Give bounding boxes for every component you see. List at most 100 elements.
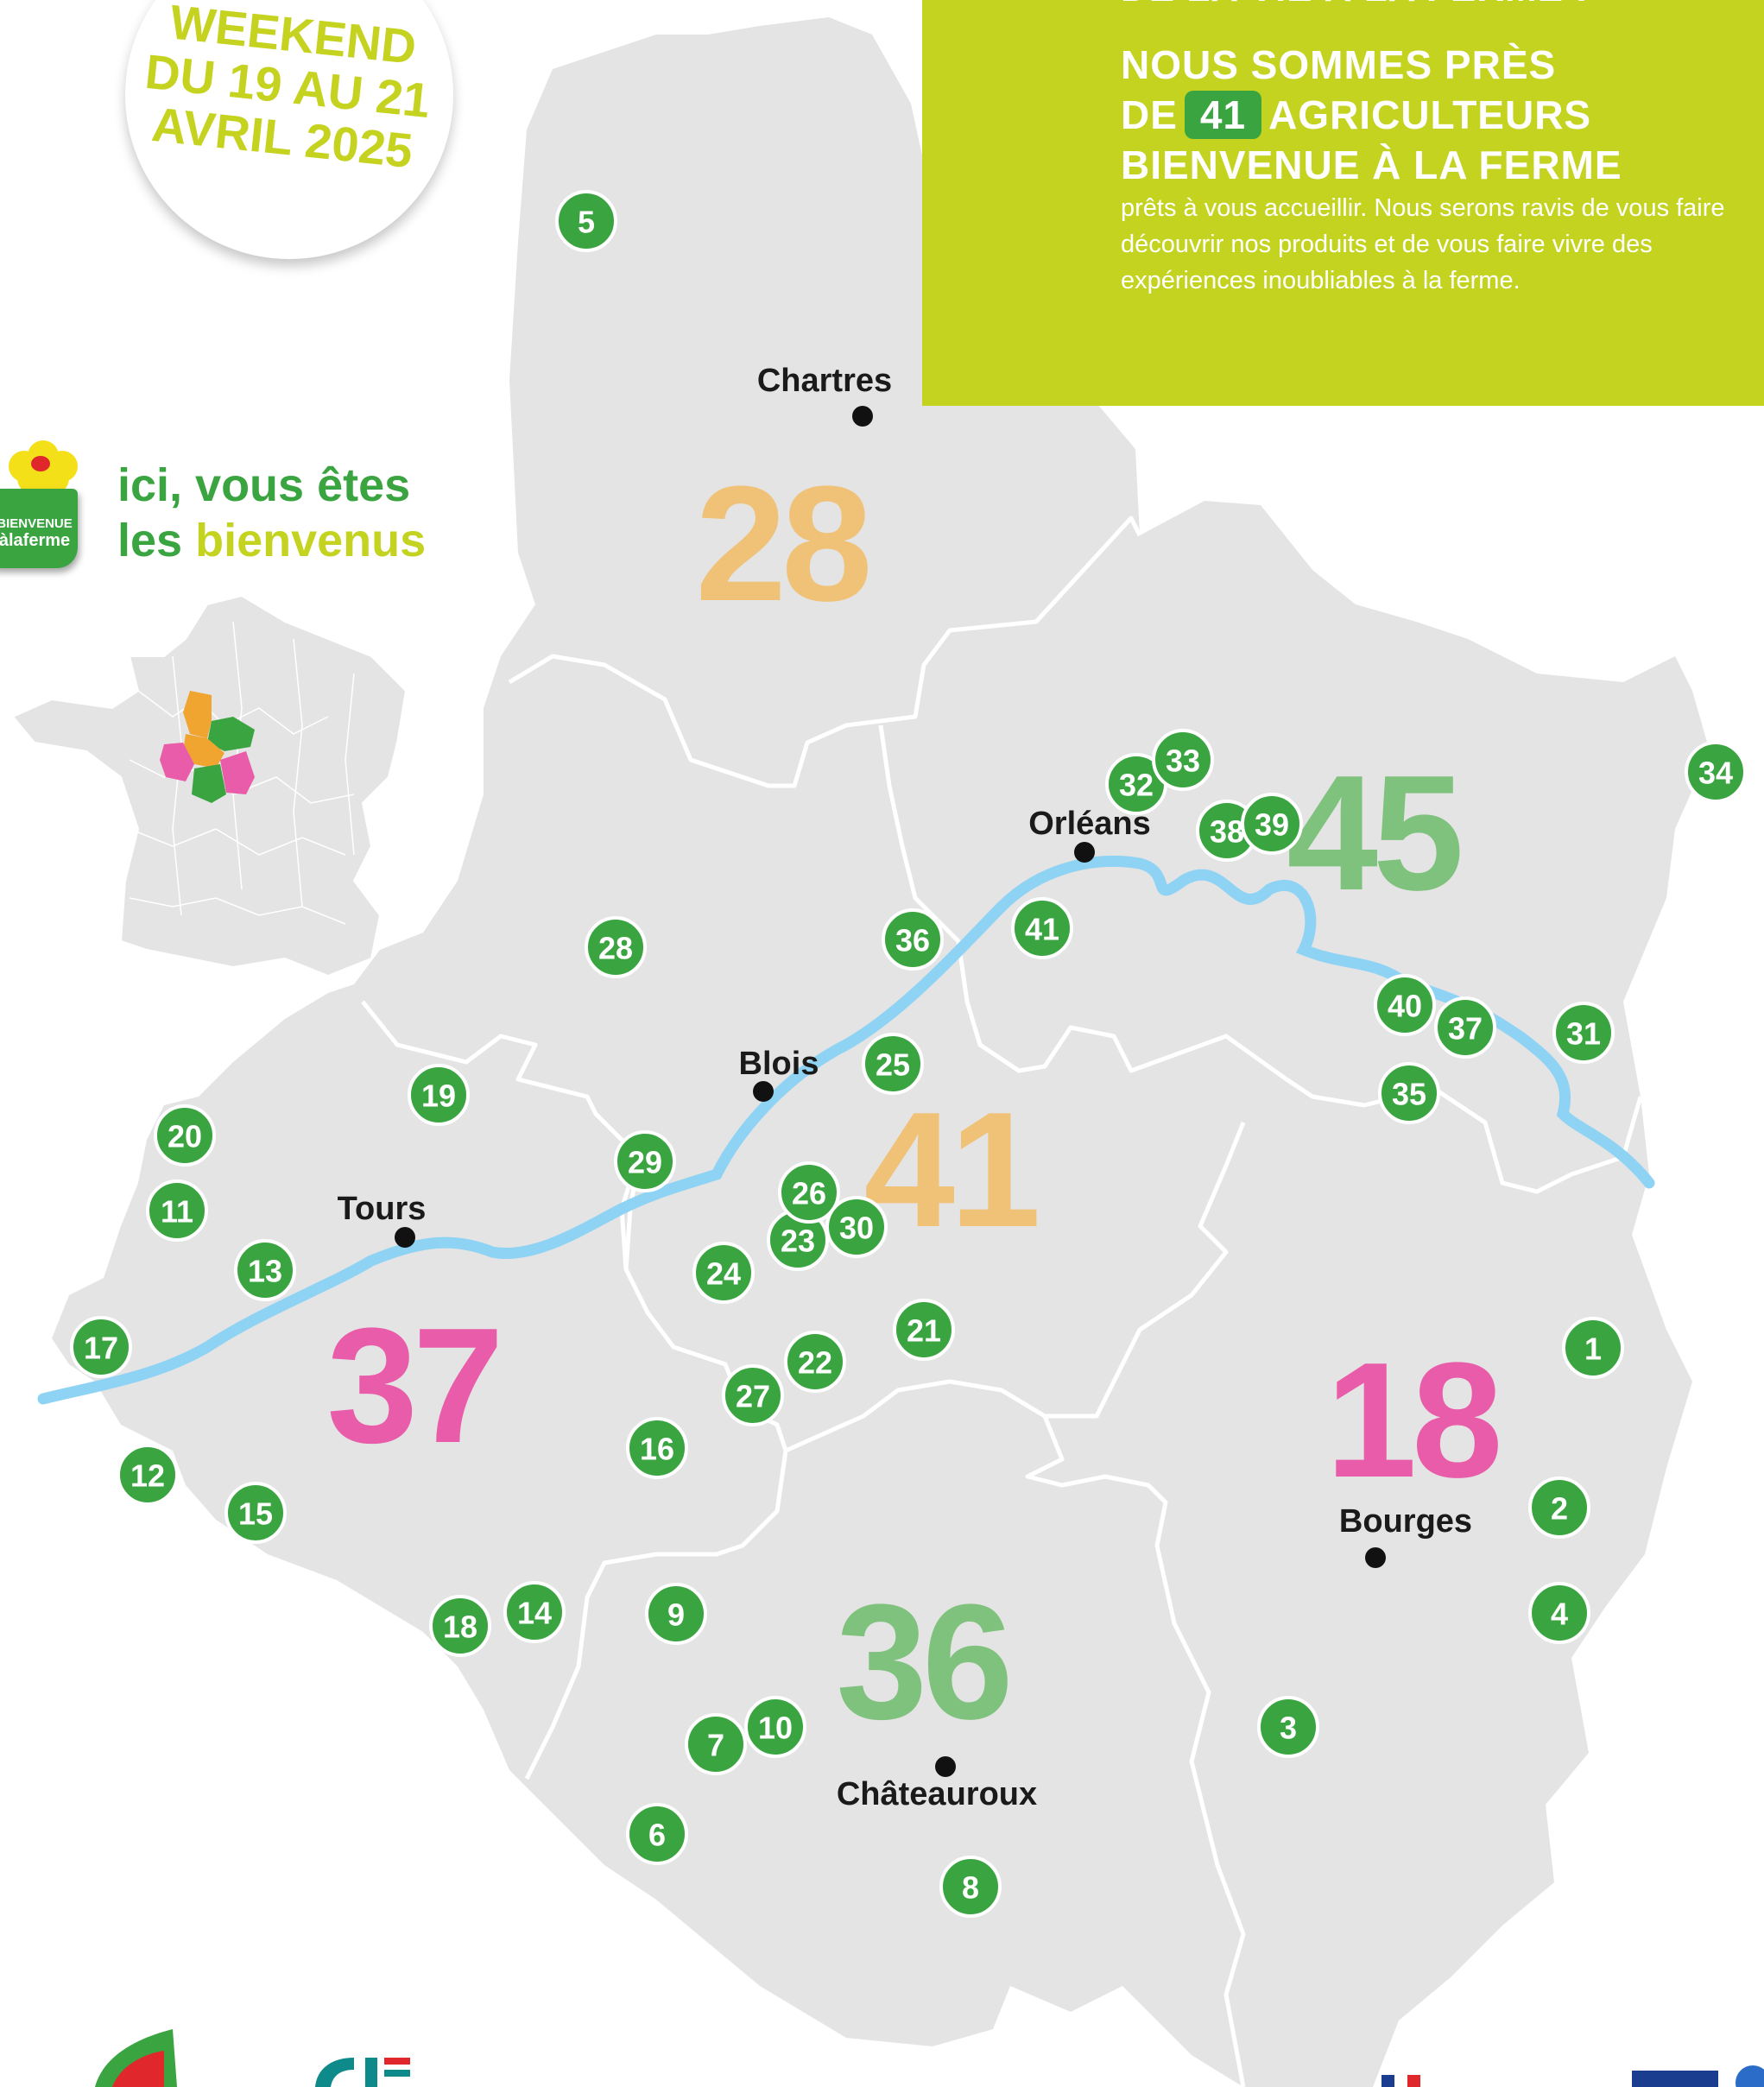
marker-circle[interactable] (555, 190, 617, 252)
marker-circle[interactable] (1562, 1317, 1624, 1379)
farm-marker-25[interactable]: 25 (862, 1033, 924, 1095)
farm-marker-17[interactable]: 17 (70, 1316, 132, 1378)
farm-marker-38[interactable]: 38 (1196, 800, 1258, 862)
farm-marker-41[interactable]: 41 (1011, 897, 1073, 959)
marker-circle[interactable] (862, 1033, 924, 1095)
marker-circle[interactable] (1374, 974, 1436, 1036)
city-tours: Tours (338, 1191, 426, 1248)
farm-marker-21[interactable]: 21 (893, 1299, 955, 1361)
marker-circle[interactable] (154, 1104, 216, 1167)
marker-number: 4 (1551, 1597, 1568, 1632)
marker-circle[interactable] (722, 1364, 784, 1426)
marker-circle[interactable] (1685, 741, 1747, 803)
farm-marker-14[interactable]: 14 (503, 1581, 566, 1643)
marker-circle[interactable] (1011, 897, 1073, 959)
farm-marker-2[interactable]: 2 (1528, 1477, 1590, 1539)
farm-marker-10[interactable]: 10 (744, 1696, 806, 1758)
farm-marker-19[interactable]: 19 (408, 1064, 470, 1126)
farm-marker-11[interactable]: 11 (146, 1179, 208, 1242)
farm-marker-8[interactable]: 8 (939, 1856, 1002, 1918)
farm-marker-28[interactable]: 28 (585, 916, 647, 978)
marker-circle[interactable] (744, 1696, 806, 1758)
city-name: Chartres (757, 363, 892, 399)
farm-marker-6[interactable]: 6 (626, 1803, 688, 1865)
marker-circle[interactable] (1528, 1477, 1590, 1539)
farm-marker-4[interactable]: 4 (1528, 1582, 1590, 1644)
farm-marker-16[interactable]: 16 (626, 1417, 688, 1479)
marker-circle[interactable] (882, 908, 944, 971)
farm-marker-35[interactable]: 35 (1378, 1062, 1440, 1124)
marker-circle[interactable] (234, 1239, 296, 1301)
marker-circle[interactable] (1378, 1062, 1440, 1124)
farm-marker-15[interactable]: 15 (224, 1482, 287, 1544)
marker-number: 26 (792, 1176, 826, 1211)
dept-label-41: 41 (863, 1078, 1037, 1262)
farm-marker-39[interactable]: 39 (1241, 793, 1303, 855)
marker-circle[interactable] (1257, 1696, 1319, 1758)
marker-number: 7 (707, 1728, 724, 1763)
farm-marker-13[interactable]: 13 (234, 1239, 296, 1301)
marker-circle[interactable] (408, 1064, 470, 1126)
farm-marker-1[interactable]: 1 (1562, 1317, 1624, 1379)
farm-marker-18[interactable]: 18 (429, 1595, 491, 1657)
marker-circle[interactable] (778, 1161, 840, 1224)
marker-circle[interactable] (939, 1856, 1002, 1918)
marker-number: 9 (667, 1597, 685, 1633)
farm-marker-27[interactable]: 27 (722, 1364, 784, 1426)
farm-marker-31[interactable]: 31 (1552, 1002, 1615, 1064)
farm-marker-29[interactable]: 29 (614, 1130, 676, 1192)
sponsor-logo-1 (95, 2029, 177, 2087)
farm-marker-26[interactable]: 26 (778, 1161, 840, 1224)
farm-marker-5[interactable]: 5 (555, 190, 617, 252)
farm-marker-20[interactable]: 20 (154, 1104, 216, 1167)
marker-circle[interactable] (224, 1482, 287, 1544)
slogan-line-2: les bienvenus (117, 513, 426, 568)
inset-dept-18 (220, 751, 255, 794)
marker-circle[interactable] (429, 1595, 491, 1657)
marker-number: 30 (839, 1211, 874, 1246)
farm-marker-22[interactable]: 22 (784, 1331, 846, 1393)
marker-circle[interactable] (893, 1299, 955, 1361)
farm-marker-12[interactable]: 12 (117, 1444, 179, 1506)
marker-number: 29 (628, 1145, 662, 1180)
farm-marker-36[interactable]: 36 (882, 908, 944, 971)
farm-marker-9[interactable]: 9 (645, 1583, 707, 1645)
marker-circle[interactable] (1552, 1002, 1615, 1064)
marker-circle[interactable] (503, 1581, 566, 1643)
marker-circle[interactable] (1434, 996, 1496, 1059)
marker-circle[interactable] (614, 1130, 676, 1192)
farm-marker-34[interactable]: 34 (1685, 741, 1747, 803)
marker-circle[interactable] (626, 1417, 688, 1479)
marker-circle[interactable] (1241, 793, 1303, 855)
marker-circle[interactable] (784, 1331, 846, 1393)
marker-circle[interactable] (70, 1316, 132, 1378)
marker-circle[interactable] (146, 1179, 208, 1242)
farm-marker-32[interactable]: 32 (1105, 753, 1167, 815)
sponsor-logo-3 (1381, 2075, 1420, 2087)
marker-circle[interactable] (585, 916, 647, 978)
farm-marker-37[interactable]: 37 (1434, 996, 1496, 1059)
inset-dept-37 (160, 743, 194, 781)
department-borders (361, 515, 1643, 2087)
marker-number: 28 (598, 931, 633, 966)
marker-circle[interactable] (685, 1713, 747, 1775)
farm-marker-40[interactable]: 40 (1374, 974, 1436, 1036)
marker-circle[interactable] (1528, 1582, 1590, 1644)
farm-marker-30[interactable]: 30 (825, 1196, 888, 1258)
info-box-top-line: DE LA VIE À LA FERME ! (1121, 0, 1589, 10)
city-labels: ChartresOrléansBloisToursBourgesChâteaur… (338, 363, 1472, 1812)
farm-marker-33[interactable]: 33 (1152, 729, 1214, 791)
marker-circle[interactable] (692, 1242, 755, 1304)
farm-marker-24[interactable]: 24 (692, 1242, 755, 1304)
farm-marker-7[interactable]: 7 (685, 1713, 747, 1775)
marker-number: 25 (876, 1047, 910, 1083)
marker-circle[interactable] (1152, 729, 1214, 791)
marker-circle[interactable] (825, 1196, 888, 1258)
inset-dept-28 (183, 691, 212, 738)
marker-circle[interactable] (645, 1583, 707, 1645)
marker-circle[interactable] (117, 1444, 179, 1506)
marker-circle[interactable] (626, 1803, 688, 1865)
farm-marker-3[interactable]: 3 (1257, 1696, 1319, 1758)
